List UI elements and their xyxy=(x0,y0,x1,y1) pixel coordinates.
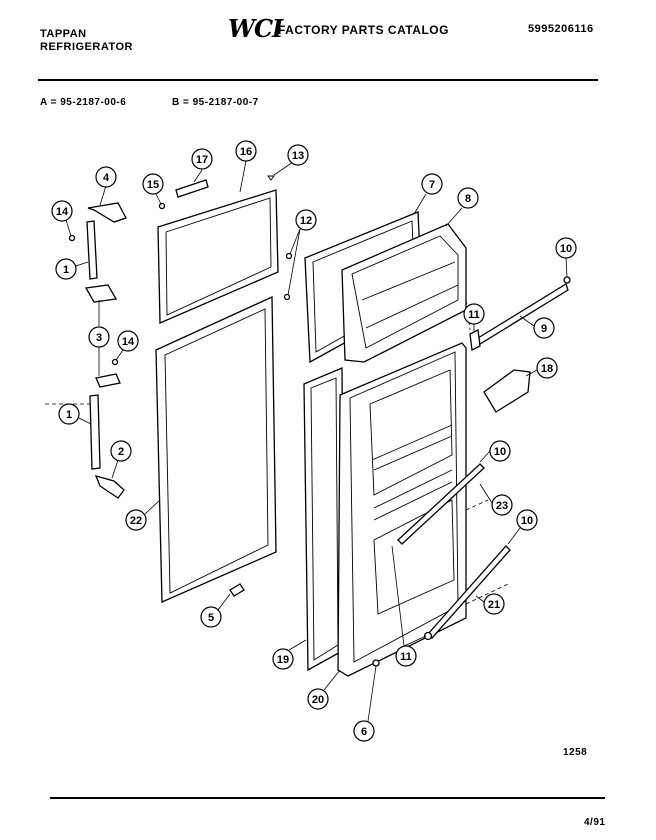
callout-10c: 10 xyxy=(507,509,538,545)
callout-1b: 1 xyxy=(58,403,92,425)
freezer-gasket xyxy=(157,189,279,324)
svg-text:17: 17 xyxy=(196,154,208,166)
svg-text:8: 8 xyxy=(465,193,471,205)
callout-16: 16 xyxy=(235,140,257,193)
callout-23: 23 xyxy=(479,483,513,516)
svg-text:14: 14 xyxy=(122,336,135,348)
screw-15 xyxy=(158,202,166,210)
model-a-label: A = 95-2187-00-6 xyxy=(40,97,127,108)
fresh-food-gasket xyxy=(155,295,277,603)
svg-text:10: 10 xyxy=(494,446,506,458)
svg-text:23: 23 xyxy=(496,500,508,512)
shelf-bar-9 xyxy=(477,283,569,345)
callout-2: 2 xyxy=(110,440,132,479)
callout-10a: 10 xyxy=(555,237,577,278)
model-b-label: B = 95-2187-00-7 xyxy=(172,97,259,108)
hinge-assembly-left xyxy=(45,202,127,499)
product-type: REFRIGERATOR xyxy=(40,41,133,53)
svg-text:15: 15 xyxy=(147,179,159,191)
svg-text:16: 16 xyxy=(240,146,252,158)
shelf-bar-23 xyxy=(397,463,485,545)
svg-text:4: 4 xyxy=(103,172,110,184)
callout-8: 8 xyxy=(445,187,479,227)
svg-text:9: 9 xyxy=(541,323,547,335)
svg-text:22: 22 xyxy=(130,515,142,527)
screw-12b xyxy=(283,293,291,301)
callout-17: 17 xyxy=(191,148,213,183)
svg-text:2: 2 xyxy=(118,446,124,458)
callout-3: 3 xyxy=(88,326,110,348)
svg-text:10: 10 xyxy=(521,515,533,527)
svg-text:1: 1 xyxy=(66,409,72,421)
svg-text:21: 21 xyxy=(488,599,500,611)
svg-text:3: 3 xyxy=(96,332,102,344)
gasket-clip xyxy=(175,179,209,198)
callout-1a: 1 xyxy=(55,258,89,280)
callout-11b: 11 xyxy=(391,545,427,667)
callout-22: 22 xyxy=(125,499,161,531)
svg-text:10: 10 xyxy=(560,243,572,255)
svg-text:12: 12 xyxy=(300,215,312,227)
part-5 xyxy=(229,583,245,597)
clip-11a xyxy=(469,329,481,351)
svg-text:11: 11 xyxy=(468,309,480,321)
figure-number: 1258 xyxy=(563,747,588,758)
catalog-title: FACTORY PARTS CATALOG xyxy=(278,23,449,37)
callout-15: 15 xyxy=(142,173,164,205)
callout-10b: 10 xyxy=(479,440,511,463)
svg-text:7: 7 xyxy=(429,179,435,191)
svg-text:18: 18 xyxy=(541,363,553,375)
catalog-number: 5995206116 xyxy=(528,23,594,35)
dairy-door xyxy=(483,369,531,413)
callout-19: 19 xyxy=(272,639,307,670)
callout-6: 6 xyxy=(353,665,377,742)
callout-14a: 14 xyxy=(51,200,73,237)
callout-13: 13 xyxy=(273,144,309,176)
wci-logo: WCI xyxy=(228,14,283,43)
callout-21: 21 xyxy=(475,593,505,615)
svg-text:14: 14 xyxy=(56,206,69,218)
footer-rule xyxy=(50,797,605,799)
svg-text:11: 11 xyxy=(400,651,412,663)
screw-6 xyxy=(372,659,380,667)
svg-text:20: 20 xyxy=(312,694,324,706)
callout-14b: 14 xyxy=(115,330,139,361)
callout-7: 7 xyxy=(413,173,443,215)
brand-name: TAPPAN xyxy=(40,28,87,40)
callout-5: 5 xyxy=(200,593,231,628)
footer-date: 4/91 xyxy=(584,817,606,828)
svg-text:19: 19 xyxy=(277,654,289,666)
svg-text:1: 1 xyxy=(63,264,69,276)
callout-11a: 11 xyxy=(463,303,485,332)
callout-12: 12 xyxy=(287,209,317,296)
header-rule xyxy=(38,79,598,81)
callout-9: 9 xyxy=(519,315,555,339)
callout-4: 4 xyxy=(95,166,117,206)
svg-text:6: 6 xyxy=(361,726,367,738)
svg-text:13: 13 xyxy=(292,150,304,162)
screw-12a xyxy=(285,252,293,260)
screw-13 xyxy=(267,175,275,181)
svg-text:5: 5 xyxy=(208,612,214,624)
callout-20: 20 xyxy=(307,669,341,710)
callout-18: 18 xyxy=(525,357,558,379)
